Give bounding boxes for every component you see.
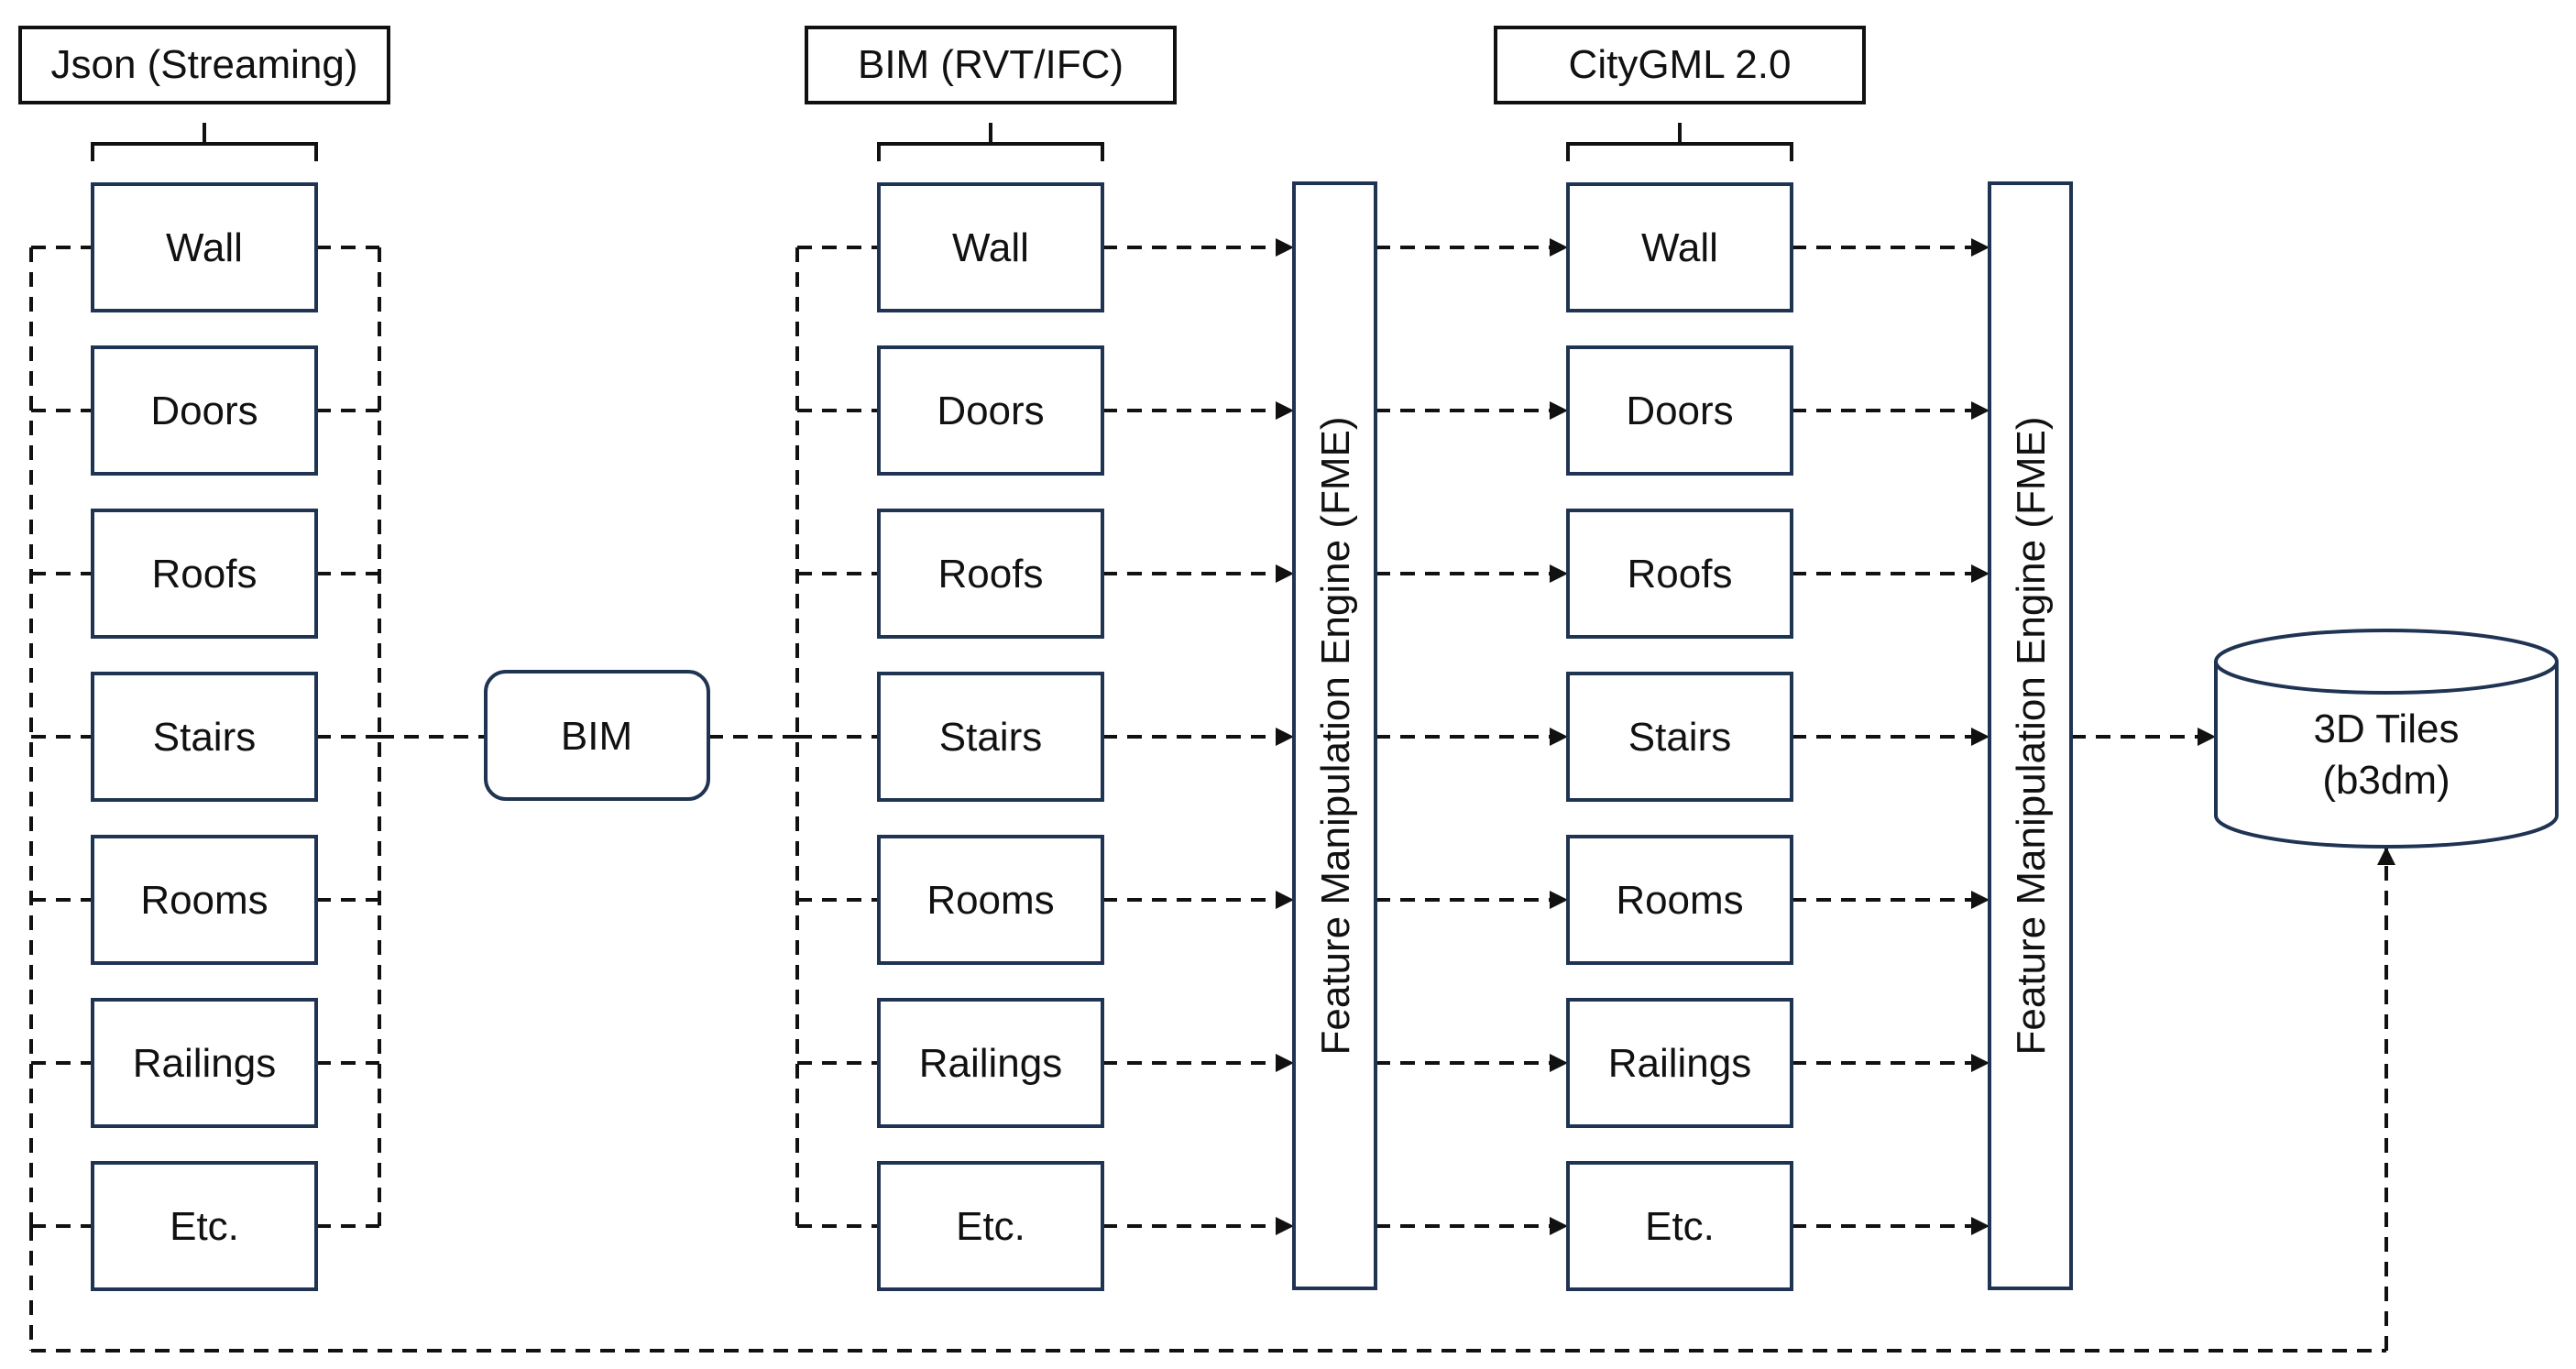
- citygml-item-3: Stairs: [1566, 672, 1793, 802]
- citygml-item-2: Roofs: [1566, 509, 1793, 639]
- bim-item-4: Rooms: [877, 835, 1104, 965]
- citygml-item-1: Doors: [1566, 345, 1793, 476]
- fme-engine-1-label: Feature Manipulation Engine (FME): [1313, 417, 1358, 1056]
- tiles-database: 3D Tiles (b3dm): [2214, 629, 2559, 849]
- bim-item-1: Doors: [877, 345, 1104, 476]
- json-item-5: Railings: [91, 998, 318, 1128]
- citygml-item-label: Stairs: [1628, 715, 1731, 760]
- bim-item-6: Etc.: [877, 1161, 1104, 1291]
- tiles-label-line1: 3D Tiles: [2314, 706, 2460, 751]
- bracket-citygml: [1566, 123, 1793, 161]
- header-json-label: Json (Streaming): [50, 42, 357, 87]
- citygml-item-0: Wall: [1566, 182, 1793, 312]
- json-item-label: Rooms: [140, 878, 268, 923]
- header-bim: BIM (RVT/IFC): [805, 26, 1177, 104]
- bim-item-2: Roofs: [877, 509, 1104, 639]
- json-item-label: Doors: [150, 389, 258, 433]
- bim-item-label: Doors: [937, 389, 1044, 433]
- header-json: Json (Streaming): [18, 26, 390, 104]
- bim-item-label: Stairs: [939, 715, 1042, 760]
- json-item-1: Doors: [91, 345, 318, 476]
- citygml-item-5: Railings: [1566, 998, 1793, 1128]
- citygml-item-label: Etc.: [1645, 1204, 1715, 1249]
- bim-node: BIM: [484, 670, 710, 801]
- bracket-bim: [877, 123, 1104, 161]
- bim-item-0: Wall: [877, 182, 1104, 312]
- citygml-item-label: Doors: [1626, 389, 1733, 433]
- header-citygml: CityGML 2.0: [1494, 26, 1866, 104]
- citygml-item-label: Roofs: [1628, 552, 1733, 597]
- fme-engine-2-label: Feature Manipulation Engine (FME): [2009, 417, 2054, 1056]
- json-item-label: Stairs: [153, 715, 256, 760]
- fme-engine-2: Feature Manipulation Engine (FME): [1988, 181, 2073, 1290]
- json-item-2: Roofs: [91, 509, 318, 639]
- json-item-3: Stairs: [91, 672, 318, 802]
- bim-item-3: Stairs: [877, 672, 1104, 802]
- json-item-label: Railings: [133, 1041, 277, 1086]
- fme-engine-1: Feature Manipulation Engine (FME): [1292, 181, 1377, 1290]
- bim-item-label: Railings: [919, 1041, 1063, 1086]
- json-item-label: Wall: [166, 225, 243, 270]
- bim-item-label: Wall: [952, 225, 1029, 270]
- citygml-item-label: Railings: [1608, 1041, 1752, 1086]
- json-item-0: Wall: [91, 182, 318, 312]
- bim-item-label: Etc.: [956, 1204, 1025, 1249]
- citygml-item-6: Etc.: [1566, 1161, 1793, 1291]
- bim-item-5: Railings: [877, 998, 1104, 1128]
- json-item-6: Etc.: [91, 1161, 318, 1291]
- header-citygml-label: CityGML 2.0: [1569, 42, 1792, 87]
- bim-node-label: BIM: [561, 714, 632, 759]
- json-item-4: Rooms: [91, 835, 318, 965]
- citygml-item-4: Rooms: [1566, 835, 1793, 965]
- header-bim-label: BIM (RVT/IFC): [858, 42, 1124, 87]
- connector-lines: [29, 238, 2395, 1353]
- bracket-json: [91, 123, 318, 161]
- bim-item-label: Rooms: [926, 878, 1054, 923]
- citygml-item-label: Wall: [1641, 225, 1718, 270]
- bim-item-label: Roofs: [938, 552, 1044, 597]
- json-item-label: Roofs: [152, 552, 258, 597]
- citygml-item-label: Rooms: [1616, 878, 1743, 923]
- json-item-label: Etc.: [170, 1204, 239, 1249]
- tiles-label-line2: (b3dm): [2322, 758, 2450, 803]
